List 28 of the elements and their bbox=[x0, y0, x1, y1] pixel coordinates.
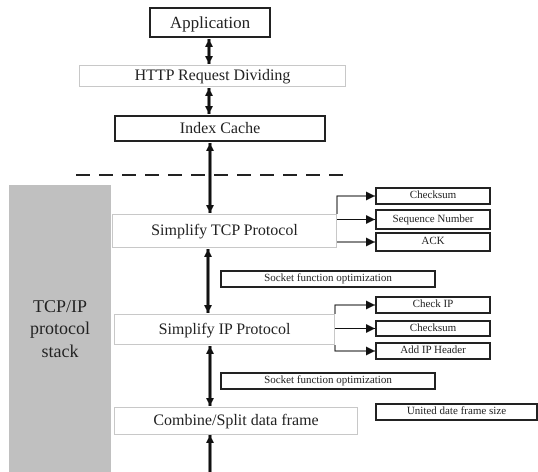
label-box: Add IP Header bbox=[375, 342, 491, 360]
arrow bbox=[334, 300, 376, 314]
arrow bbox=[206, 143, 214, 213]
label-box: Application bbox=[149, 7, 271, 38]
label-box: Socket function optimization bbox=[220, 372, 436, 390]
arrow bbox=[336, 238, 376, 246]
arrow bbox=[205, 39, 213, 64]
process-box: HTTP Request Dividing bbox=[79, 65, 346, 87]
label-box: Sequence Number bbox=[375, 209, 491, 230]
label-box: Check IP bbox=[375, 296, 491, 314]
arrow bbox=[204, 249, 212, 313]
label-box: Checksum bbox=[375, 320, 491, 337]
process-box: Combine/Split data frame bbox=[114, 407, 358, 435]
arrow bbox=[206, 346, 214, 406]
label-box: Index Cache bbox=[114, 115, 326, 142]
process-box: Simplify IP Protocol bbox=[114, 314, 335, 345]
stack-band: TCP/IP protocol stack bbox=[9, 185, 111, 472]
label-box: Socket function optimization bbox=[220, 270, 436, 288]
arrow bbox=[336, 192, 376, 214]
label-box: ACK bbox=[375, 232, 491, 252]
arrow bbox=[334, 344, 376, 356]
label-box: United date frame size bbox=[375, 403, 538, 421]
arrow bbox=[205, 88, 213, 114]
process-box: Simplify TCP Protocol bbox=[112, 214, 337, 248]
label-box: Checksum bbox=[375, 187, 491, 205]
arrow bbox=[206, 435, 214, 472]
arrow bbox=[336, 215, 376, 224]
arrow bbox=[334, 324, 376, 333]
